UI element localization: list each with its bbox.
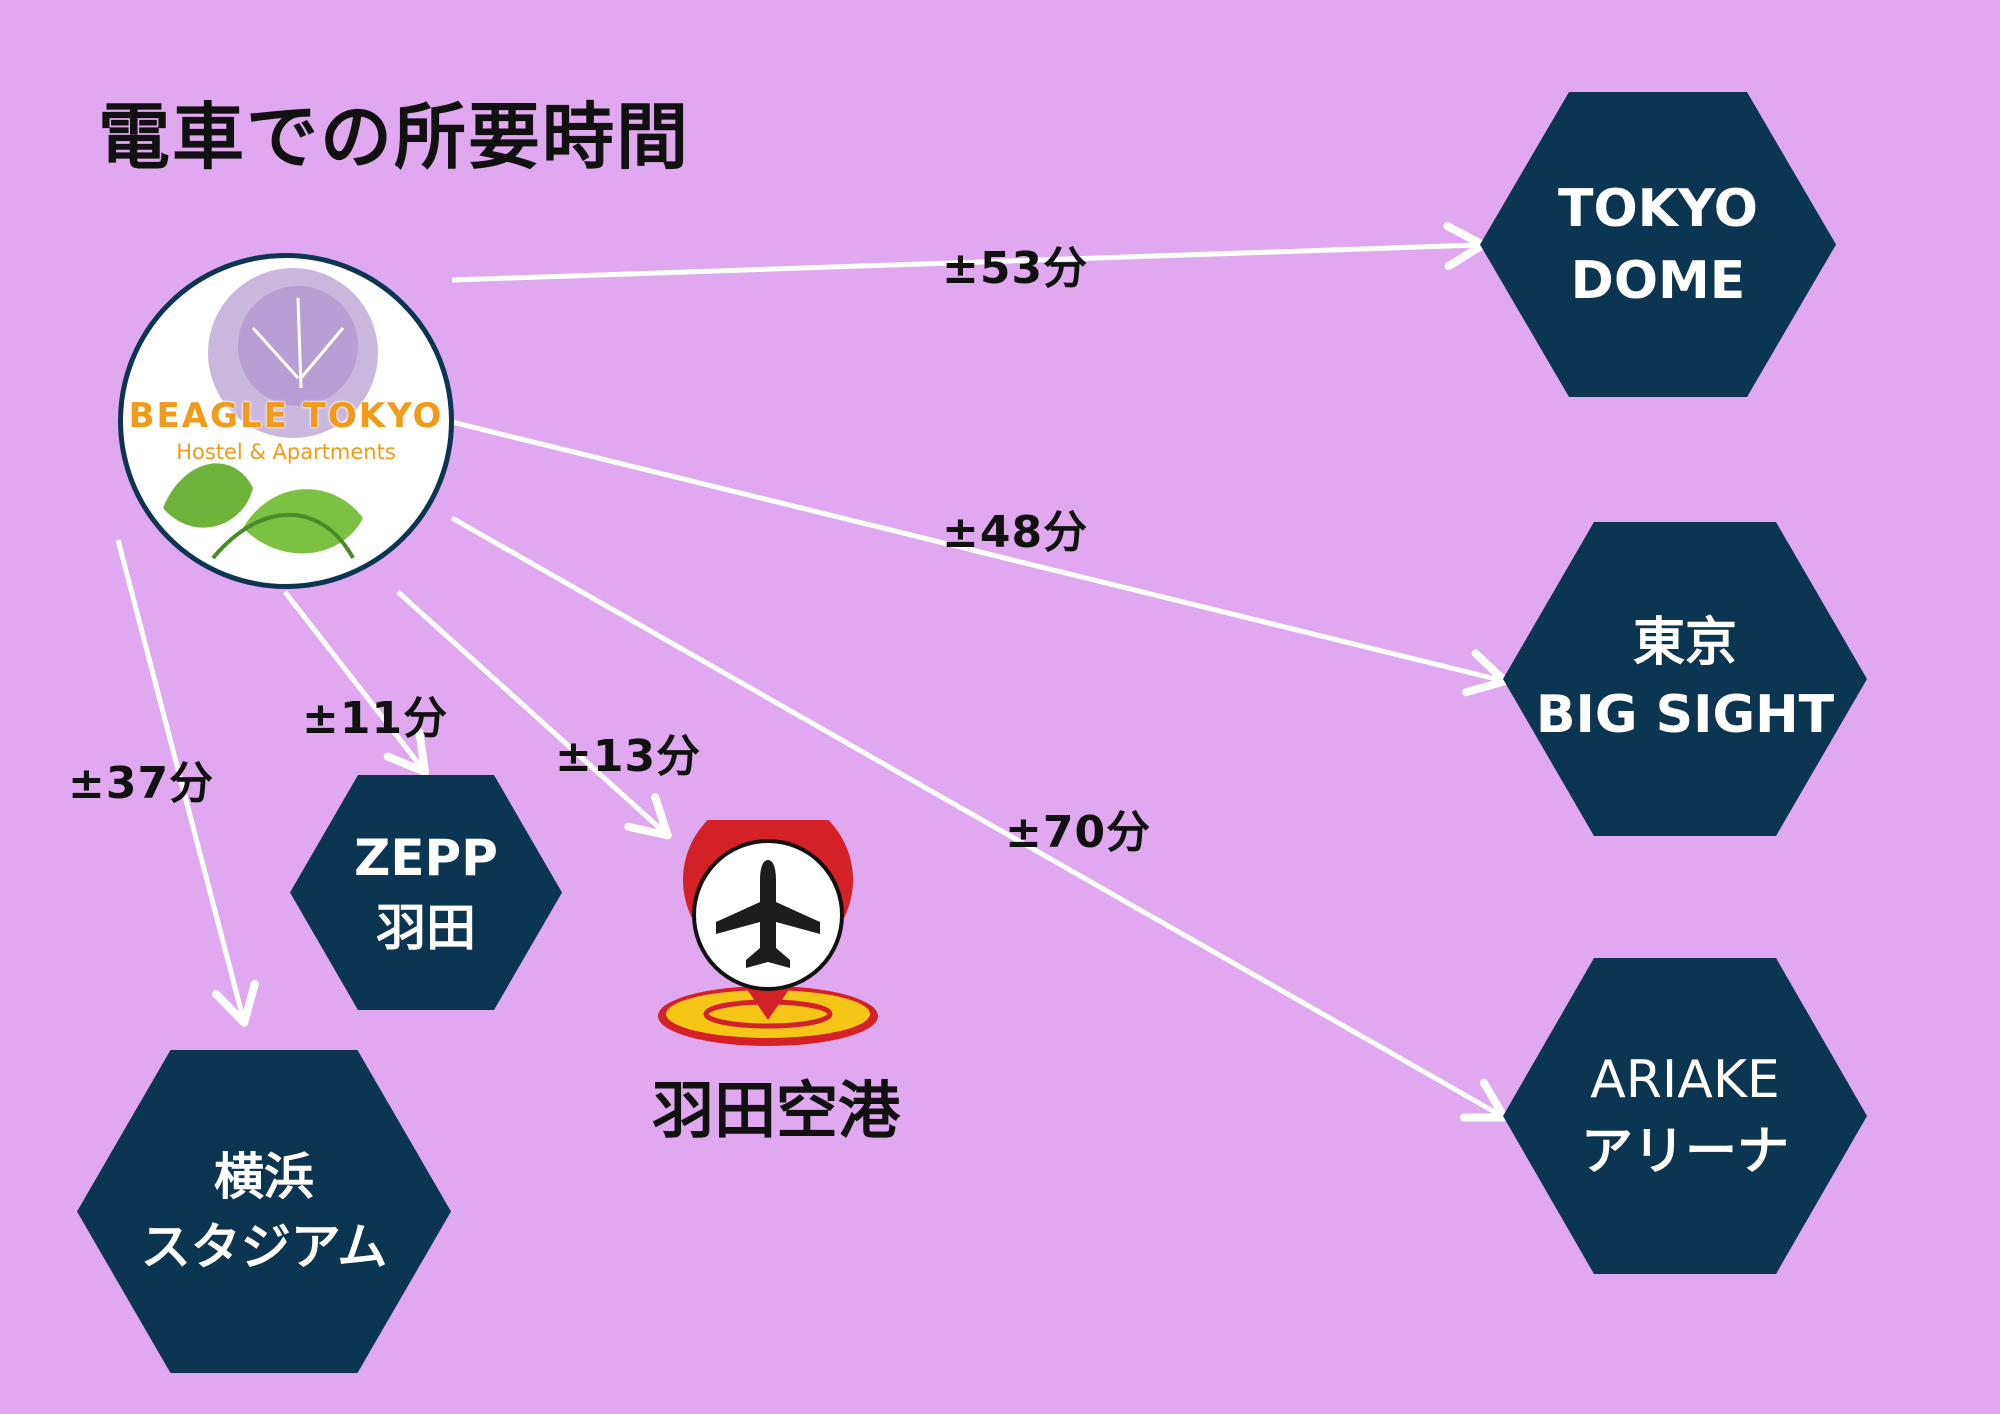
arrow-to-big-sight [451,419,1509,697]
hex-line: 横浜 [214,1147,314,1206]
hex-line: ZEPP [354,828,498,887]
arrow-to-haneda-airport [396,590,672,840]
time-big-sight: ±48分 [942,507,1089,558]
time-haneda-airport: ±13分 [555,731,702,782]
airplane-pin-icon [658,820,878,1046]
hex-line: スタジアム [140,1217,388,1276]
time-ariake-arena: ±70分 [1005,807,1152,858]
arrow-to-ariake-arena [450,515,1509,1122]
hex-line: ARIAKE [1590,1050,1780,1110]
arrow-to-zepp-haneda [283,590,430,776]
arrow-to-yokohama-stadium [115,539,259,1027]
hex-yokohama-stadium: 横浜 スタジアム [77,1050,451,1373]
logo-name: BEAGLE TOKYO [128,396,444,436]
hex-line: 羽田 [376,898,476,957]
hex-tokyo-dome: TOKYO DOME [1480,92,1836,397]
time-zepp-haneda: ±11分 [302,693,449,744]
hex-line: BIG SIGHT [1535,685,1835,745]
hex-line: アリーナ [1580,1122,1789,1182]
logo-subtitle: Hostel & Apartments [176,440,396,464]
time-tokyo-dome: ±53分 [942,243,1089,294]
hex-line: 東京 [1632,613,1737,673]
haneda-airport-label: 羽田空港 [652,1074,901,1147]
hex-line: TOKYO [1558,178,1758,239]
arrow-to-tokyo-dome [451,222,1487,283]
time-yokohama-stadium: ±37分 [68,758,215,809]
beagle-tokyo-logo: BEAGLE TOKYO Hostel & Apartments [118,253,454,589]
hex-line: DOME [1570,250,1746,311]
morning-glory-logo-icon [163,268,378,560]
page-title: 電車での所要時間 [98,95,691,179]
